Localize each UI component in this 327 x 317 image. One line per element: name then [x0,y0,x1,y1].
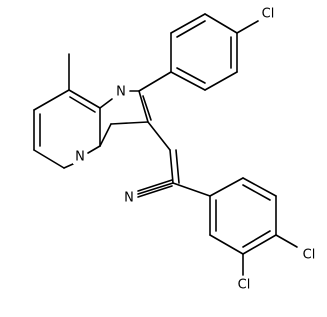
atom-n-nitrile: N [124,191,134,206]
pyridine-ring-bonds [33,89,101,169]
atom-cl-meta: Cl [238,278,251,293]
vinyl-bonds [147,121,180,184]
atom-labels: N N Cl N Cl Cl [73,7,315,293]
nitrile-bonds [137,179,174,198]
atom-n-imine: N [116,85,126,100]
aryl-link-bond [138,71,172,92]
atom-cl-para: Cl [303,248,316,263]
dichloroaryl-link-bond [172,182,211,197]
imidazole-ring-bonds [99,90,152,147]
atom-n-bridge: N [75,150,85,165]
chlorophenyl-ring-bonds [170,13,259,91]
atom-cl-top: Cl [262,7,275,22]
dichlorophenyl-ring-bonds [209,177,298,276]
